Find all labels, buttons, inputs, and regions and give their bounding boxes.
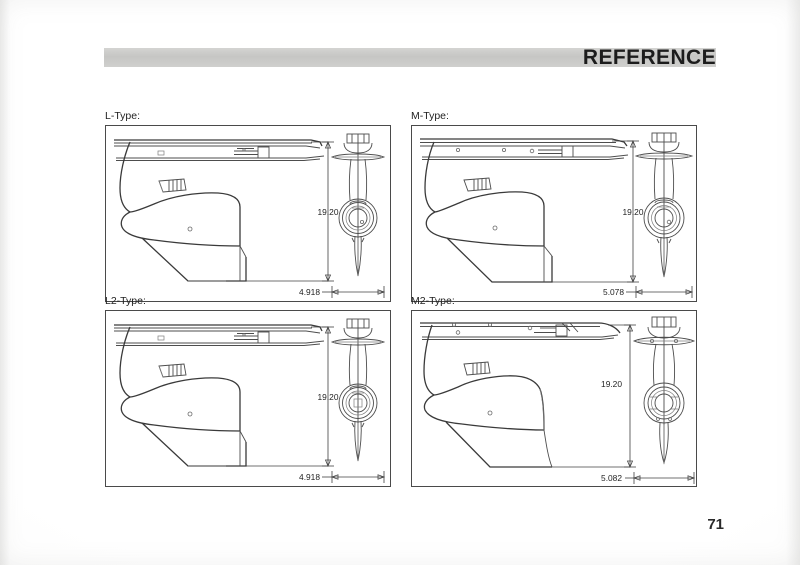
gearcase-drawing-m2-type: 19.20 5.082 xyxy=(420,316,696,484)
figure-panel-m2-type: 19.20 5.082 xyxy=(411,310,697,487)
page-number: 71 xyxy=(707,516,724,533)
dimension-lines-m2-type: 19.20 5.082 xyxy=(552,323,696,484)
figure-label-l2-type: L2-Type: xyxy=(105,295,146,307)
figure-label-l-type: L-Type: xyxy=(105,110,141,122)
dimension-horizontal-m-type: 5.078 xyxy=(603,287,624,297)
dimension-lines-l2-type: 19.20 4.918 xyxy=(246,325,386,483)
rear-view-m-type xyxy=(634,132,694,278)
figure-panel-l-type: 19.20 4.918 xyxy=(105,125,391,302)
dimension-horizontal-m2-type: 5.082 xyxy=(601,473,622,483)
dimension-vertical-m2-type: 19.20 xyxy=(601,379,622,389)
figure-panel-l2-type: 19.20 4.918 xyxy=(105,310,391,487)
side-view-l2-type xyxy=(114,324,325,467)
figure-label-m2-type: M2-Type: xyxy=(411,295,455,307)
side-view-m-type xyxy=(420,138,629,283)
rear-view-m2-type xyxy=(632,316,696,465)
dimension-horizontal-l2-type: 4.918 xyxy=(299,472,320,482)
side-view-m2-type xyxy=(420,322,621,468)
figure-m2-type: M2-Type: xyxy=(411,295,697,487)
rear-view-l-type xyxy=(330,133,386,277)
dimension-vertical-l-type: 19.20 xyxy=(318,207,339,217)
side-view-l-type xyxy=(114,139,325,282)
section-header-title: REFERENCE xyxy=(582,46,716,69)
header-gray-bar xyxy=(104,48,716,67)
section-header: REFERENCE xyxy=(104,46,716,70)
dimension-horizontal-l-type: 4.918 xyxy=(299,287,320,297)
gearcase-drawing-l2-type: 19.20 4.918 xyxy=(114,318,386,483)
figure-l2-type: L2-Type: xyxy=(105,295,391,487)
figure-l-type: L-Type: xyxy=(105,110,391,302)
gearcase-drawing-m-type: 19.20 5.078 xyxy=(420,132,694,298)
dimension-vertical-m-type: 19.20 xyxy=(623,207,644,217)
rear-view-l2-type xyxy=(330,318,386,462)
figure-m-type: M-Type: xyxy=(411,110,697,302)
gearcase-drawing-l-type: 19.20 4.918 xyxy=(114,133,386,298)
dimension-lines-m-type: 19.20 5.078 xyxy=(552,139,694,298)
figure-label-m-type: M-Type: xyxy=(411,110,449,122)
dimension-vertical-l2-type: 19.20 xyxy=(318,392,339,402)
figure-panel-m-type: 19.20 5.078 xyxy=(411,125,697,302)
dimension-lines-l-type: 19.20 4.918 xyxy=(246,140,386,298)
